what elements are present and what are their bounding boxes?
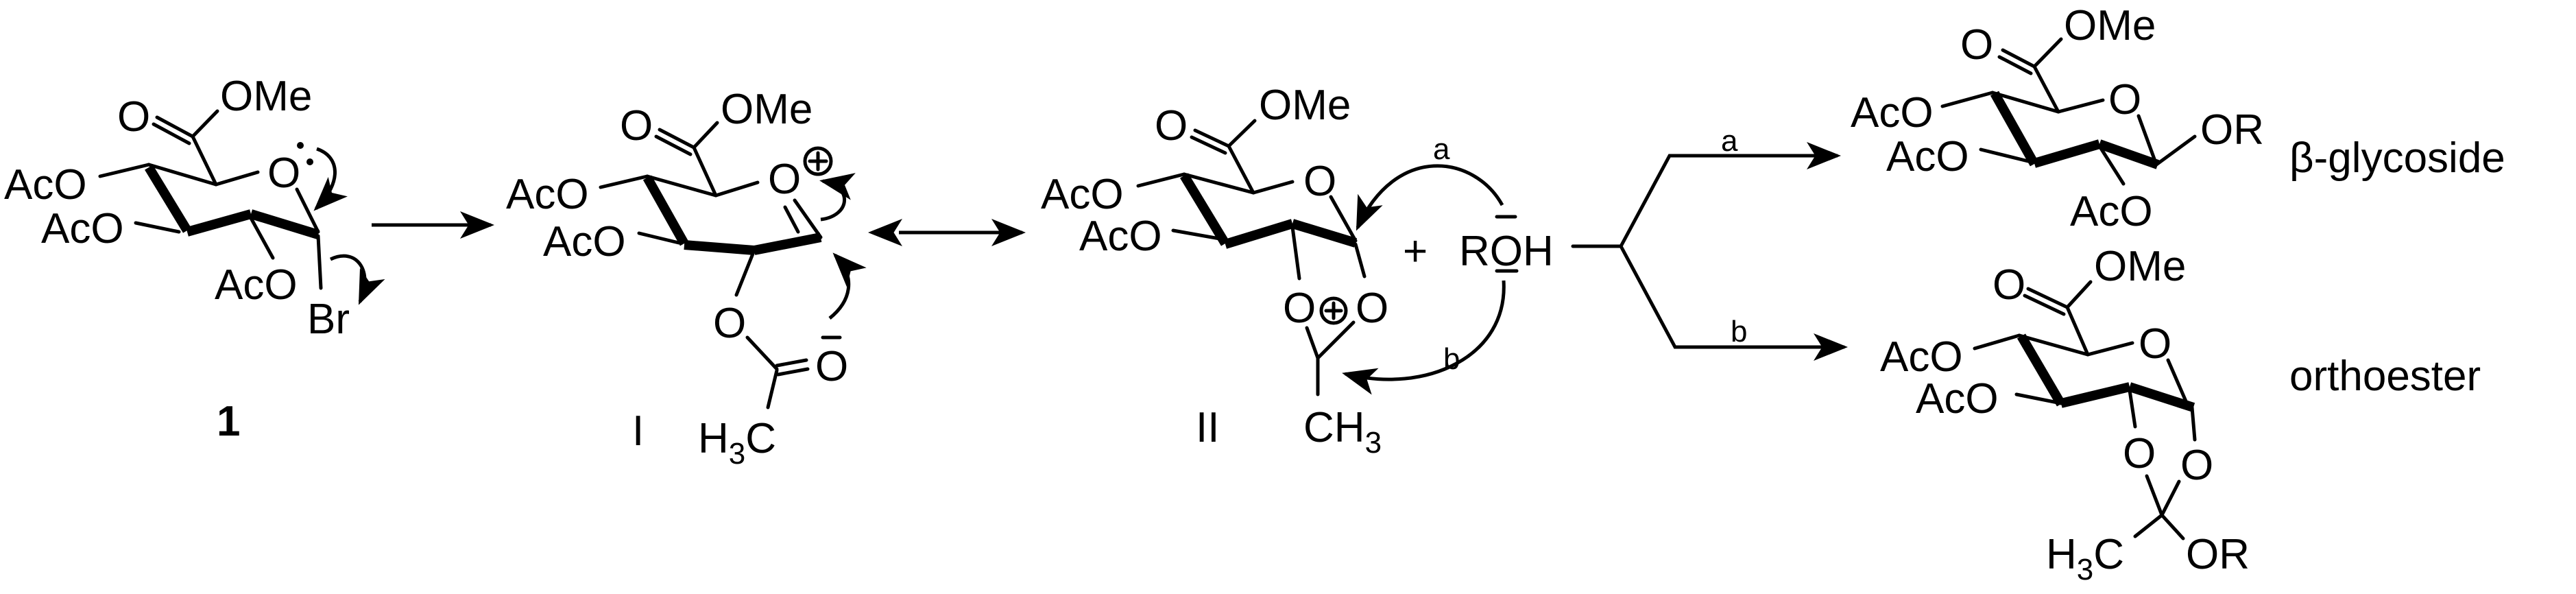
aco-group: AcO bbox=[41, 205, 124, 252]
carbonyl-oxygen: O bbox=[1993, 261, 2025, 309]
carbonyl-oxygen: O bbox=[117, 93, 150, 141]
methyl-ester: OMe bbox=[220, 73, 312, 120]
curved-arrow-icon bbox=[828, 252, 867, 320]
aco-group: AcO bbox=[1880, 333, 1963, 381]
plus-sign: + bbox=[1403, 228, 1428, 275]
ring-oxygen: O bbox=[267, 150, 300, 197]
aco-group: AcO bbox=[506, 171, 589, 218]
dioxolanium-oxygen: O bbox=[1283, 285, 1316, 332]
curved-arrow-icon bbox=[329, 254, 385, 305]
compound-label: 1 bbox=[217, 398, 240, 445]
alkoxy-group: OR bbox=[2186, 531, 2250, 578]
aco-group: AcO bbox=[2070, 188, 2153, 235]
curved-arrow-icon bbox=[1342, 280, 1506, 395]
alcohol: ROH bbox=[1459, 228, 1554, 275]
bonds bbox=[1136, 119, 1367, 396]
bonds bbox=[599, 121, 823, 409]
dioxolanium-oxygen: O bbox=[1356, 285, 1388, 332]
carbonyl-oxygen: O bbox=[620, 102, 653, 150]
curved-arrow-icon bbox=[1356, 164, 1504, 231]
intermediate-1: AcO AcO O OMe O O O H3C bbox=[506, 86, 867, 471]
compound-label: II bbox=[1196, 404, 1219, 451]
carboxylate-oxygen: O bbox=[815, 343, 848, 390]
bonds bbox=[1973, 280, 2197, 540]
ortho-oxygen: O bbox=[2123, 430, 2156, 477]
compound-1: AcO AcO AcO O OMe O Br 1 bbox=[4, 73, 385, 445]
product-name: orthoester bbox=[2289, 353, 2481, 400]
acyl-oxygen: O bbox=[713, 300, 746, 347]
methyl-ester: OMe bbox=[1259, 82, 1351, 129]
aco-group: AcO bbox=[1916, 375, 1999, 423]
methyl-group: CH3 bbox=[1303, 404, 1382, 460]
aco-group: AcO bbox=[4, 161, 87, 209]
path-label: b bbox=[1443, 342, 1460, 376]
aglycone: OR bbox=[2200, 106, 2264, 154]
aco-group: AcO bbox=[215, 261, 298, 309]
product-name: β-glycoside bbox=[2289, 134, 2505, 182]
aco-group: AcO bbox=[543, 218, 626, 265]
ortho-oxygen: O bbox=[2180, 442, 2213, 489]
plus-charge-icon bbox=[1319, 296, 1348, 325]
methyl-ester: OMe bbox=[2094, 243, 2186, 290]
methyl-ester: OMe bbox=[721, 86, 812, 133]
compound-label: I bbox=[632, 407, 644, 455]
carbonyl-oxygen: O bbox=[1960, 21, 1993, 69]
ring-oxygen: O bbox=[2139, 320, 2171, 368]
bonds bbox=[1940, 37, 2197, 186]
curved-arrow-icon bbox=[313, 147, 348, 211]
path-label: a bbox=[1433, 132, 1450, 166]
orthoester-product: AcO AcO O OMe O O O H3C OR o bbox=[1880, 243, 2481, 586]
path-label: b bbox=[1731, 315, 1747, 348]
intermediate-2: AcO AcO O OMe O O O CH3 bbox=[1041, 82, 1388, 460]
aco-group: AcO bbox=[1886, 133, 1969, 180]
beta-glycoside-product: AcO AcO AcO O OMe O OR β-glycoside bbox=[1851, 2, 2505, 235]
aco-group: AcO bbox=[1041, 171, 1124, 218]
bonds bbox=[98, 109, 323, 290]
bromide: Br bbox=[307, 296, 350, 343]
branch-arrows: a b bbox=[1571, 124, 1848, 361]
curved-arrow-icon bbox=[819, 173, 856, 222]
plus-charge-icon bbox=[803, 146, 833, 176]
methyl-group: H3C bbox=[2046, 531, 2124, 586]
path-label: a bbox=[1721, 124, 1738, 158]
carbonyl-oxygen: O bbox=[1155, 102, 1188, 150]
methyl-ester: OMe bbox=[2064, 2, 2156, 49]
ring-oxygen: O bbox=[2108, 76, 2141, 123]
reagent: + ROH a b bbox=[1342, 132, 1554, 395]
oxocarbenium-oxygen: O bbox=[768, 156, 801, 203]
methyl-group: H3C bbox=[698, 415, 776, 471]
lone-pair-icon bbox=[297, 142, 313, 165]
aco-group: AcO bbox=[1079, 213, 1162, 260]
aco-group: AcO bbox=[1851, 89, 1934, 136]
